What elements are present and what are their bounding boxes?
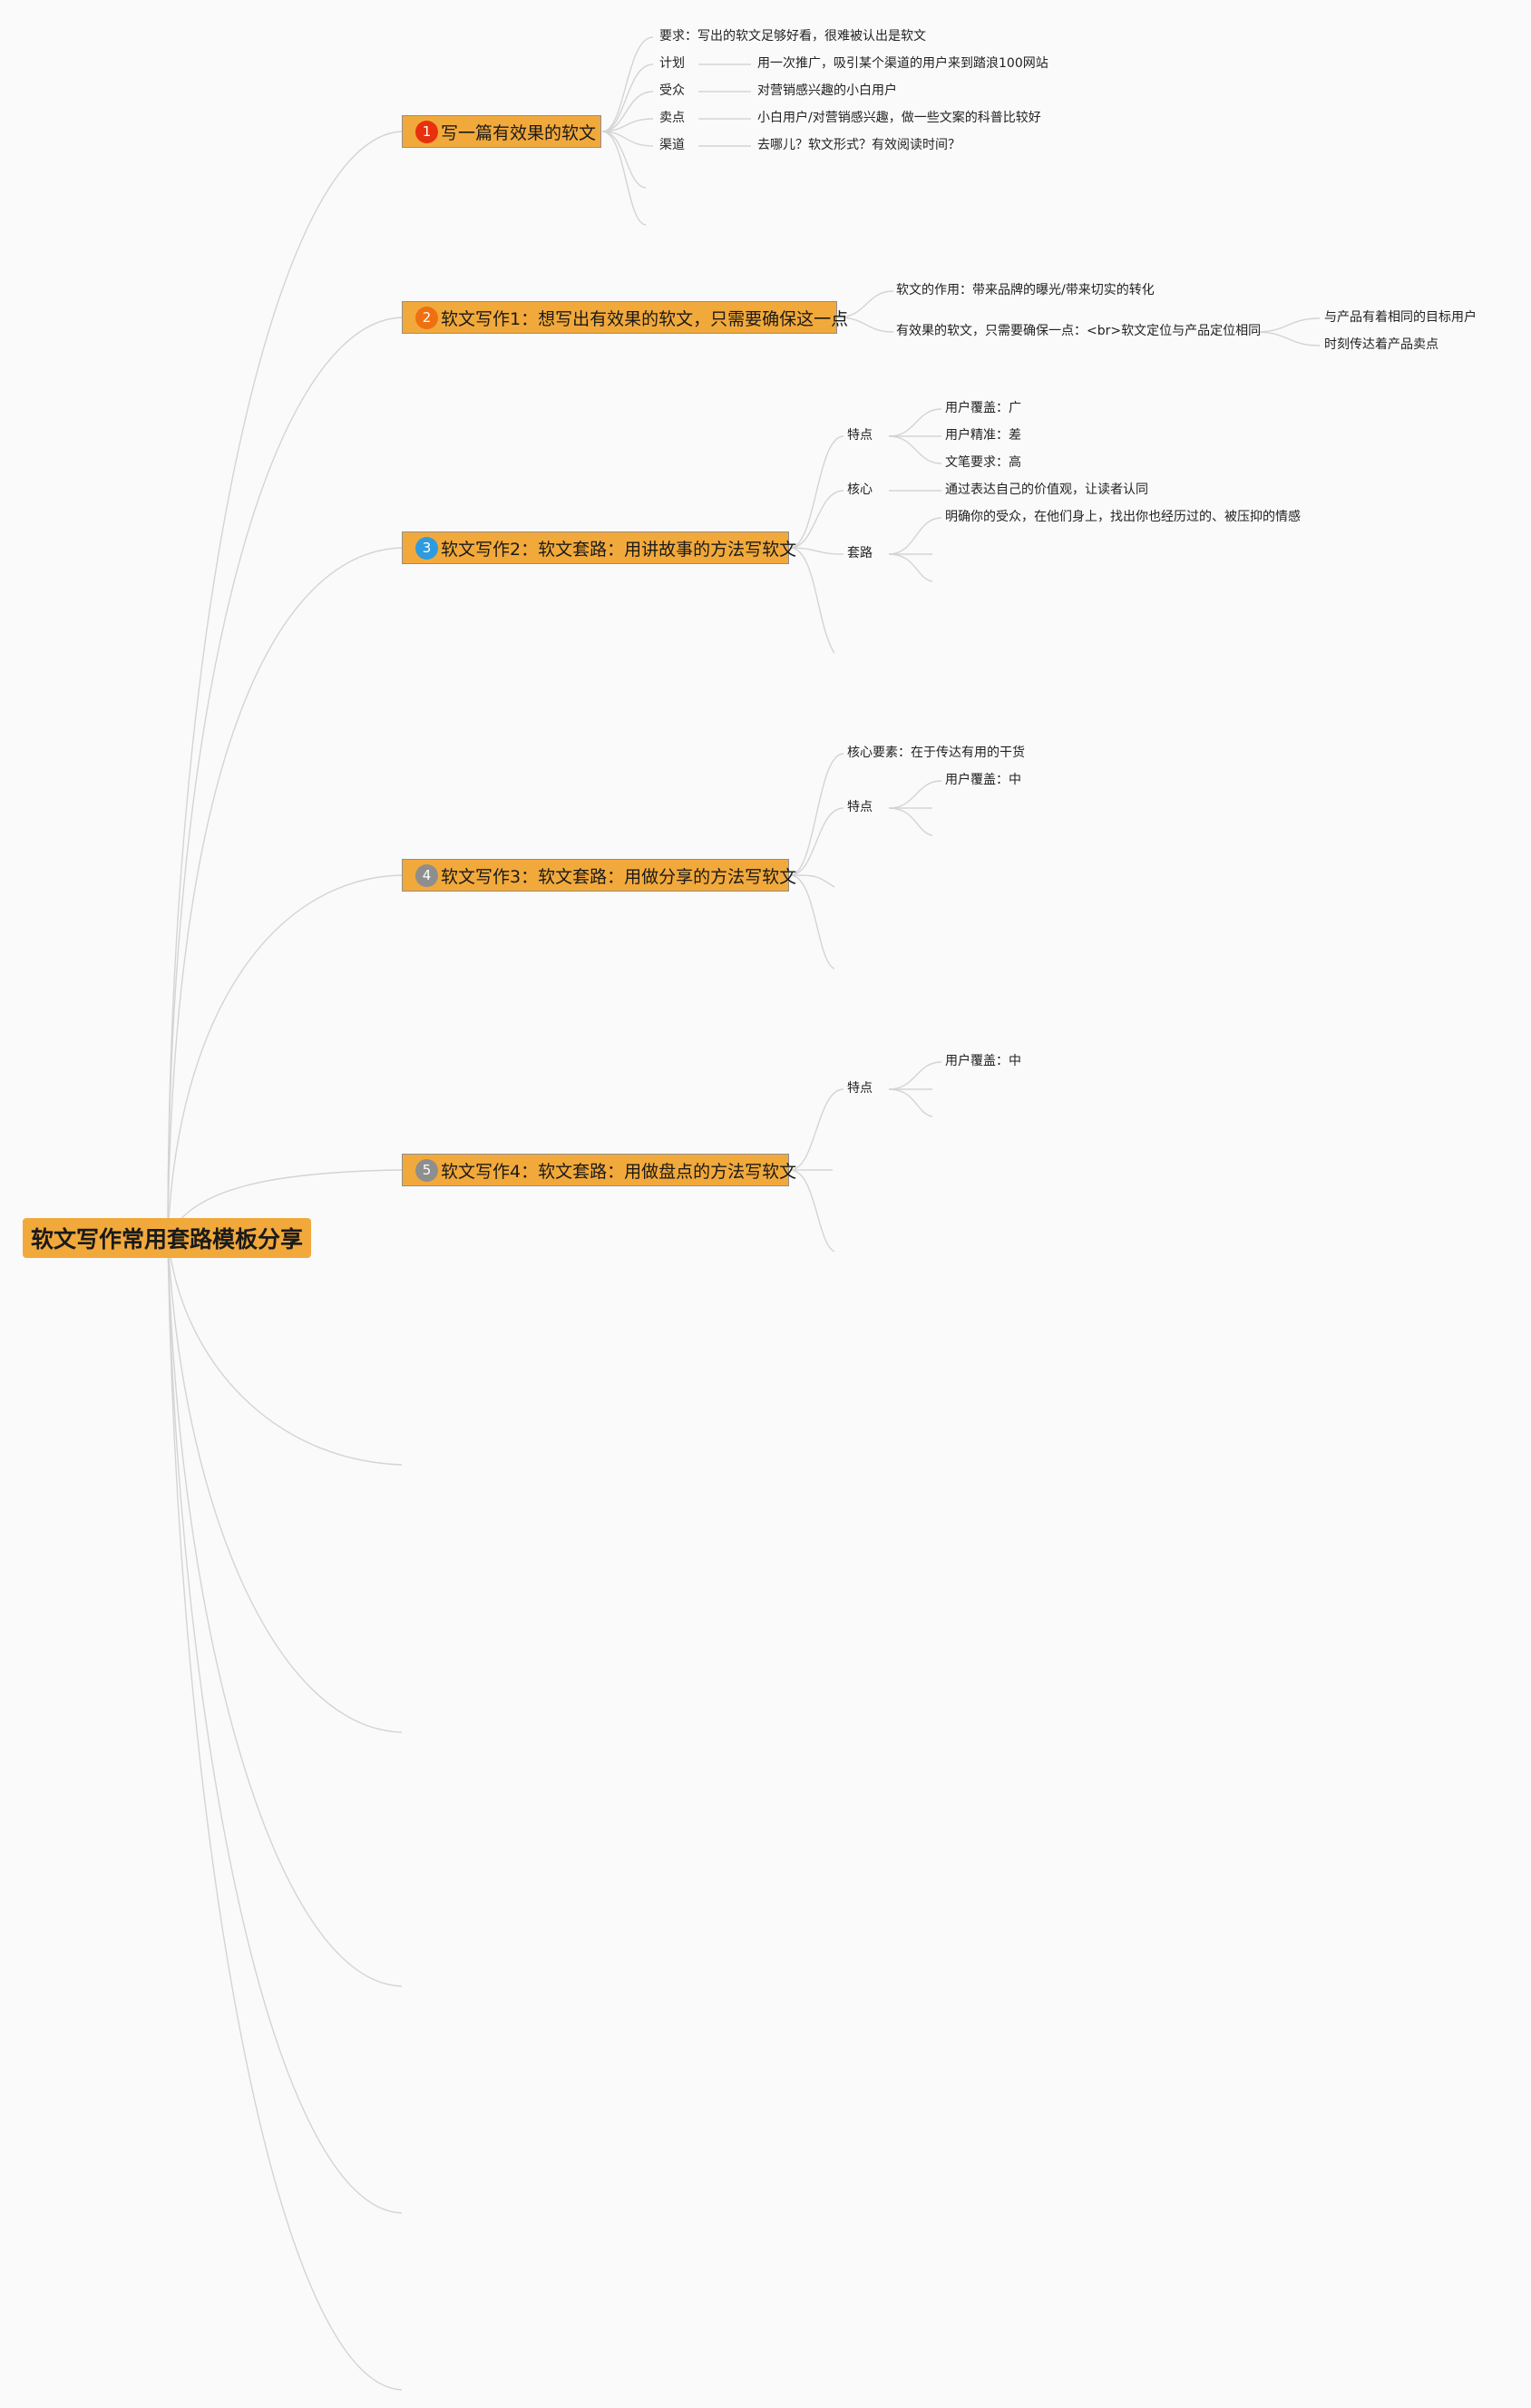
link-root-branch-3 [167,547,403,1239]
branch-3-feature-precision[interactable]: 用户精准：差 [945,428,1021,443]
branch-1-selling-point[interactable]: 卖点 [659,111,685,125]
branch-2-node[interactable]: 2 软文写作1：想写出有效果的软文，只需要确保这一点 [402,301,848,334]
branch-5-features[interactable]: 特点 [847,1081,873,1096]
branch-3-feature-coverage[interactable]: 用户覆盖：广 [945,401,1021,415]
root-node[interactable]: 软文写作常用套路模板分享 [23,1218,311,1258]
branch-1-label: 写一篇有效果的软文 [441,122,597,143]
branch-2-key-point-sub-1[interactable]: 与产品有着相同的目标用户 [1324,310,1477,325]
branch-3-node[interactable]: 3 软文写作2：软文套路：用讲故事的方法写软文 [402,531,796,564]
branch-5-node[interactable]: 5 软文写作4：软文套路：用做盘点的方法写软文 [402,1154,796,1186]
branch-4-label: 软文写作3：软文套路：用做分享的方法写软文 [441,866,797,887]
link-root-stub-2 [167,1237,403,1733]
branch-1-audience[interactable]: 受众 [659,83,685,98]
link-root-branch-1 [167,131,403,1239]
branch-3-routine[interactable]: 套路 [847,546,873,561]
branch-1-requirement[interactable]: 要求：写出的软文足够好看，很难被认出是软文 [659,29,926,44]
link-root-branch-4 [167,874,403,1239]
branch-5-feature-coverage[interactable]: 用户覆盖：中 [945,1054,1021,1068]
branch-2-purpose[interactable]: 软文的作用：带来品牌的曝光/带来切实的转化 [896,283,1155,297]
branch-1-selling-point-detail[interactable]: 小白用户/对营销感兴趣，做一些文案的科普比较好 [757,111,1041,125]
branch-4-features[interactable]: 特点 [847,800,873,814]
number-5-badge-icon: 5 [415,1158,438,1182]
branch-2-key-point-sub-2[interactable]: 时刻传达着产品卖点 [1324,337,1438,352]
branch-1-node[interactable]: 1 写一篇有效果的软文 [402,115,601,148]
branch-3-core-detail[interactable]: 通过表达自己的价值观，让读者认同 [945,483,1148,497]
link-root-stub-5 [167,1237,403,2391]
link-root-stub-3 [167,1237,403,1987]
branch-2-label: 软文写作1：想写出有效果的软文，只需要确保这一点 [441,308,849,329]
link-root-stub-1 [167,1237,403,1466]
link-root-stub-4 [167,1237,403,2214]
number-4-badge-icon: 4 [415,863,438,887]
number-1-badge-icon: 1 [415,120,438,143]
branch-2-key-point[interactable]: 有效果的软文，只需要确保一点：<br>软文定位与产品定位相同 [896,324,1262,338]
branch-4-node[interactable]: 4 软文写作3：软文套路：用做分享的方法写软文 [402,859,796,892]
number-2-badge-icon: 2 [415,306,438,329]
branch-3-routine-detail[interactable]: 明确你的受众，在他们身上，找出你也经历过的、被压抑的情感 [945,510,1301,524]
branch-1-plan[interactable]: 计划 [659,56,685,71]
branch-4-core-element[interactable]: 核心要素：在于传达有用的干货 [847,746,1025,760]
number-3-badge-icon: 3 [415,536,438,560]
branch-3-label: 软文写作2：软文套路：用讲故事的方法写软文 [441,539,797,560]
branch-5-label: 软文写作4：软文套路：用做盘点的方法写软文 [441,1161,797,1182]
branch-3-features[interactable]: 特点 [847,428,873,443]
branch-4-feature-coverage[interactable]: 用户覆盖：中 [945,773,1021,787]
branch-1-plan-detail[interactable]: 用一次推广，吸引某个渠道的用户来到踏浪100网站 [757,56,1048,71]
branch-1-channel-detail[interactable]: 去哪儿？软文形式？有效阅读时间？ [757,138,961,152]
branch-1-audience-detail[interactable]: 对营销感兴趣的小白用户 [757,83,897,98]
branch-3-core[interactable]: 核心 [847,483,873,497]
branch-1-channel[interactable]: 渠道 [659,138,685,152]
branch-3-feature-writing[interactable]: 文笔要求：高 [945,455,1021,470]
link-root-branch-2 [167,317,403,1239]
